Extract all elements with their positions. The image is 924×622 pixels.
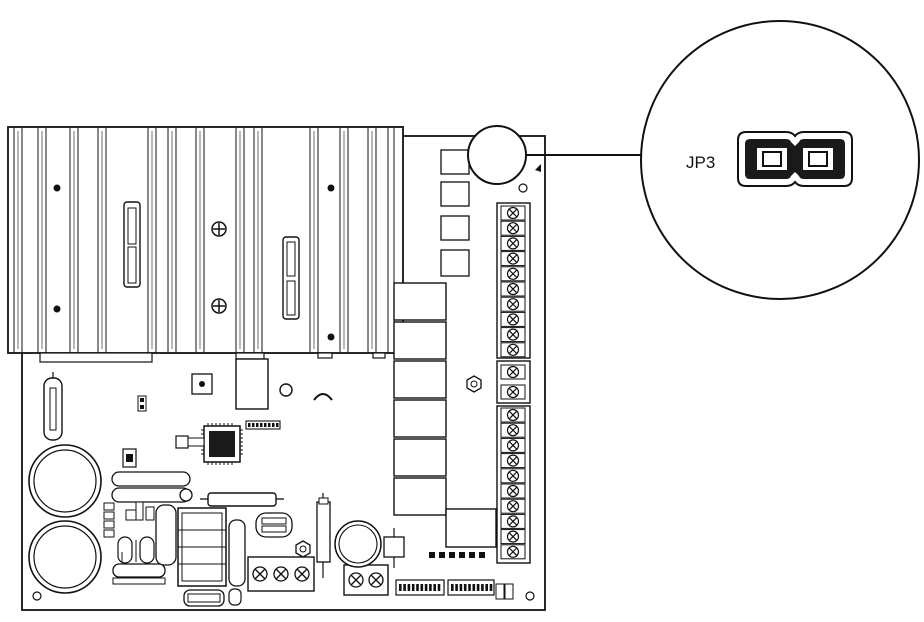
dip-switch-icon (447, 579, 495, 596)
terminal-screw-icon (500, 437, 526, 453)
relay-icon (393, 360, 447, 399)
terminal-screw-icon (500, 266, 526, 282)
capacitor-icon (28, 444, 102, 518)
hex-nut-icon (466, 375, 482, 393)
mount-hole-tr-icon (518, 183, 528, 193)
terminal-screw-icon (500, 220, 526, 236)
dip-switch-icon (395, 579, 445, 596)
terminal-screw-icon (500, 296, 526, 312)
relay-icon (393, 438, 447, 477)
heatsink-screw-icon (327, 333, 335, 341)
relay-icon (393, 282, 447, 321)
terminal-screw-icon (348, 572, 364, 588)
terminal-screw-icon (252, 566, 268, 582)
terminal-screw-icon (500, 251, 526, 267)
microcontroller-icon (201, 423, 243, 465)
terminal-screw-icon (500, 453, 526, 469)
terminal-screw-icon (500, 544, 526, 560)
terminal-screw-icon (294, 566, 310, 582)
center-component-area (175, 358, 514, 600)
heatsink (7, 126, 404, 363)
capacitor-icon (28, 520, 102, 594)
terminal-screw-icon (500, 384, 526, 400)
terminal-screw-icon (500, 311, 526, 327)
heatsink-bolt-icon (211, 221, 227, 237)
terminal-screw-icon (500, 342, 526, 358)
capacitor-icon (334, 520, 382, 568)
terminal-screw-icon (500, 468, 526, 484)
terminal-screw-icon (500, 529, 526, 545)
mount-hole-br-icon (525, 591, 535, 601)
status-leds (440, 149, 470, 277)
jp3-highlight-circle (467, 125, 527, 185)
power-transistor-right (282, 236, 300, 320)
heatsink-screw-icon (53, 184, 61, 192)
terminal-screw-icon (500, 205, 526, 221)
terminal-screw-icon (500, 281, 526, 297)
terminal-block-strip (496, 202, 531, 564)
terminal-screw-icon (500, 422, 526, 438)
jumper-pins-icon (737, 131, 853, 187)
terminal-screw-icon (500, 498, 526, 514)
terminal-screw-icon (500, 235, 526, 251)
relay-icon (393, 321, 447, 360)
relay-bank (393, 282, 447, 516)
relay-icon (393, 477, 447, 516)
hex-nut-icon (295, 540, 311, 558)
heatsink-screw-icon (53, 305, 61, 313)
terminal-screw-icon (273, 566, 289, 582)
terminal-screw-icon (500, 364, 526, 380)
left-component-area (28, 372, 193, 594)
mount-hole-bl-icon (32, 591, 42, 601)
terminal-screw-icon (368, 572, 384, 588)
terminal-screw-icon (500, 513, 526, 529)
terminal-screw-icon (500, 327, 526, 343)
heatsink-bolt-icon (211, 298, 227, 314)
terminal-block-icon (247, 556, 315, 592)
transformer-icon (177, 507, 246, 607)
power-transistor-left (123, 201, 141, 288)
corner-arrow-icon (535, 164, 541, 172)
heatsink-screw-icon (327, 184, 335, 192)
terminal-screw-icon (500, 407, 526, 423)
terminal-screw-icon (500, 483, 526, 499)
jp3-callout: JP3 (640, 20, 920, 300)
terminal-block-icon (343, 564, 389, 596)
jp3-label: JP3 (686, 153, 715, 172)
relay-icon (393, 399, 447, 438)
